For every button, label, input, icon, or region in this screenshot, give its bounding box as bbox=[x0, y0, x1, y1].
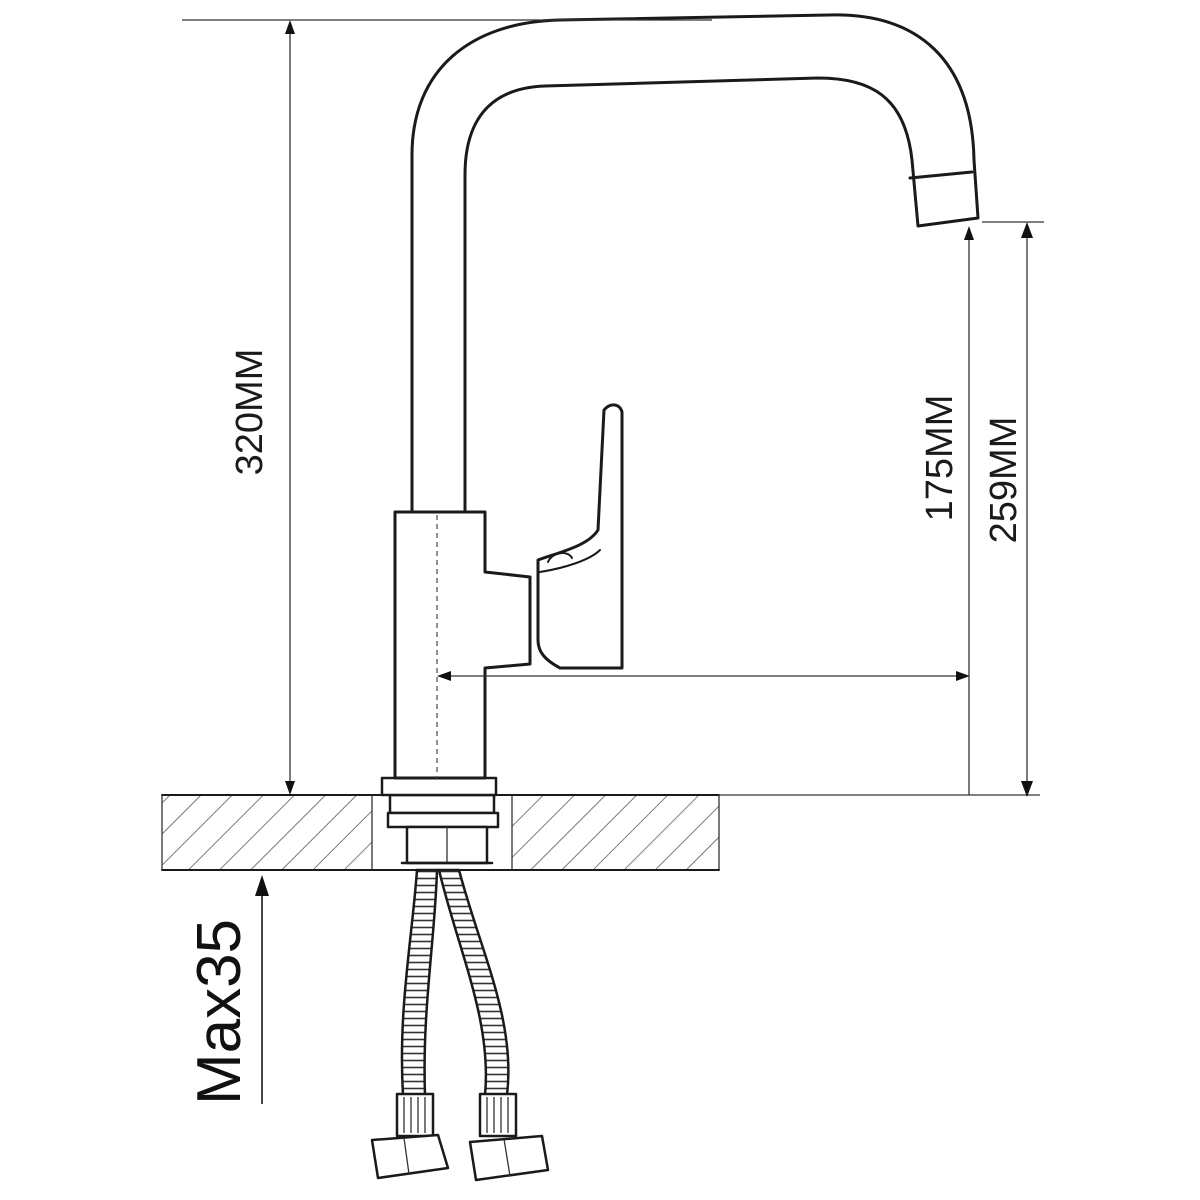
lever-handle bbox=[536, 403, 624, 670]
spout-height-dimension: 175MM bbox=[919, 226, 974, 795]
max-thickness-label: Max35 bbox=[185, 919, 254, 1105]
max-thickness-indicator: Max35 bbox=[185, 875, 269, 1105]
countertop bbox=[161, 794, 1040, 871]
mounting-nut bbox=[386, 793, 500, 865]
faucet-spout bbox=[410, 13, 980, 514]
spout-height-label: 175MM bbox=[919, 395, 961, 522]
aerator-line bbox=[908, 170, 974, 180]
supply-hoses bbox=[370, 868, 550, 1182]
spout-height-outer-dimension: 259MM bbox=[982, 221, 1044, 797]
spout-reach-dimension bbox=[437, 671, 970, 681]
faucet-body bbox=[380, 510, 532, 797]
total-height-label: 320MM bbox=[229, 349, 271, 476]
spout-height-outer-label: 259MM bbox=[983, 417, 1025, 544]
total-height-dimension: 320MM bbox=[182, 19, 712, 795]
